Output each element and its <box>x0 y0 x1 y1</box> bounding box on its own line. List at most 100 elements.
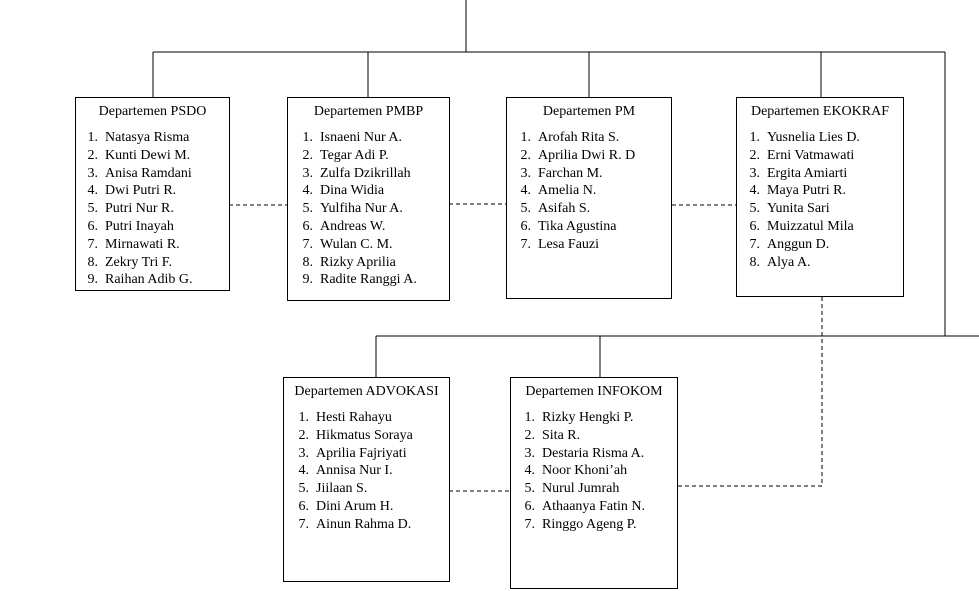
member-list: 1.Isnaeni Nur A.2.Tegar Adi P.3.Zulfa Dz… <box>291 129 417 289</box>
member-item: 6.Muizzatul Mila <box>738 218 860 236</box>
member-item: 5. Yulfiha Nur A. <box>291 200 417 218</box>
member-name: Ergita Amiarti <box>767 165 848 181</box>
member-number: 4. <box>298 463 310 479</box>
member-item: 4.Dina Widia <box>291 182 417 200</box>
member-name: Putri Nur R. <box>105 201 174 217</box>
member-name: Nurul Jumrah <box>542 481 620 497</box>
member-name: Natasya Risma <box>105 130 190 145</box>
member-item: 3.Anisa Ramdani <box>76 165 193 183</box>
member-item: 3. Zulfa Dzikrillah <box>291 165 417 183</box>
member-number: 3. <box>302 165 314 181</box>
member-name: Dwi Putri R. <box>105 183 177 199</box>
member-name: Ringgo Ageng P. <box>542 516 637 532</box>
member-name: Raihan Adib G. <box>105 272 193 288</box>
member-name: Amelia N. <box>538 183 597 199</box>
member-item: 7. Wulan C. M. <box>291 236 417 254</box>
member-item: 5.Putri Nur R. <box>76 200 193 218</box>
member-number: 4. <box>524 463 536 479</box>
department-pmbp-box: Departemen PMBP 1.Isnaeni Nur A.2.Tegar … <box>287 97 450 301</box>
member-name: Zulfa Dzikrillah <box>320 165 411 181</box>
member-number: 1. <box>302 130 314 145</box>
member-name: Dina Widia <box>320 183 385 199</box>
member-name: Anisa Ramdani <box>105 165 192 181</box>
member-item: 6.Dini Arum H. <box>287 498 413 516</box>
member-item: 1.Yusnelia Lies D. <box>738 129 860 147</box>
member-name: Jiilaan S. <box>316 481 368 497</box>
member-number: 8. <box>749 254 761 270</box>
member-number: 5. <box>298 481 310 497</box>
member-item: 6.Tika Agustina <box>509 218 635 236</box>
department-title: Departemen PMBP <box>313 104 424 119</box>
member-item: 5. Nurul Jumrah <box>513 480 645 498</box>
member-number: 6. <box>520 218 532 234</box>
member-number: 1. <box>298 410 310 425</box>
member-name: Mirnawati R. <box>105 236 180 252</box>
member-number: 7. <box>298 516 310 532</box>
member-item: 2. Aprilia Dwi R. D <box>509 147 636 165</box>
member-number: 5. <box>520 201 532 217</box>
department-title: Departemen PM <box>542 104 636 119</box>
member-item: 8. Rizky Aprilia <box>291 254 417 272</box>
member-item: 4.Maya Putri R. <box>738 182 860 200</box>
member-number: 1. <box>520 130 532 145</box>
member-name: Andreas W. <box>320 218 386 234</box>
member-number: 8. <box>87 254 99 270</box>
member-list: 1. Natasya Risma 2.Kunti Dewi M.3.Anisa Ra… <box>76 129 193 289</box>
member-number: 5. <box>749 201 761 217</box>
member-name: Dini Arum H. <box>316 498 394 514</box>
member-item: 9.Radite Ranggi A. <box>291 271 417 289</box>
member-name: Destaria Risma A. <box>542 445 645 461</box>
member-name: Zekry Tri F. <box>105 254 172 270</box>
member-item: 8.Alya A. <box>738 254 860 272</box>
member-number: 3. <box>520 165 532 181</box>
member-name: Kunti Dewi M. <box>105 147 191 163</box>
member-name: Tegar Adi P. <box>320 147 389 163</box>
member-item: 3. Destaria Risma A. <box>513 445 645 463</box>
member-name: Sita R. <box>542 427 581 443</box>
department-title: Departemen INFOKOM <box>525 384 663 399</box>
member-number: 2. <box>302 147 314 163</box>
member-number: 1. <box>87 130 99 145</box>
department-pm-box: Departemen PM 1.Arofah Rita S.2.Aprilia … <box>506 97 672 299</box>
member-name: Maya Putri R. <box>767 183 846 199</box>
member-name: Yulfiha Nur A. <box>320 201 403 217</box>
member-item: 6. Andreas W. <box>291 218 417 236</box>
member-item: 3.Farchan M. <box>509 165 635 183</box>
member-item: 3.Aprilia Fajriyati <box>287 445 413 463</box>
member-number: 3. <box>298 445 310 461</box>
member-name: Anggun D. <box>767 236 830 252</box>
member-number: 5. <box>524 481 536 497</box>
member-item: 4.Noor Khoni’ah <box>513 462 645 480</box>
member-number: 6. <box>302 218 314 234</box>
member-item: 4. Amelia N. <box>509 182 635 200</box>
member-name: Ainun Rahma D. <box>316 516 412 532</box>
member-name: Asifah S. <box>538 201 591 217</box>
member-number: 8. <box>302 254 314 270</box>
member-item: 5. Jiilaan S. <box>287 480 413 498</box>
member-item: 6.Putri Inayah <box>76 218 193 236</box>
member-item: 7.Anggun D. <box>738 236 860 254</box>
member-number: 5. <box>302 201 314 217</box>
member-name: Erni Vatmawati <box>767 147 855 163</box>
member-number: 2. <box>520 147 532 163</box>
member-name: Aprilia Dwi R. D <box>538 147 636 163</box>
member-number: 7. <box>302 236 314 252</box>
member-name: Lesa Fauzi <box>538 236 600 252</box>
member-item: 2.Kunti Dewi M. <box>76 147 193 165</box>
member-name: Rizky Aprilia <box>320 254 396 270</box>
member-item: 9.Raihan Adib G. <box>76 271 193 289</box>
member-name: Yunita Sari <box>767 201 830 217</box>
member-item: 4.Dwi Putri R. <box>76 182 193 200</box>
member-item: 5. Asifah S. <box>509 200 635 218</box>
member-number: 7. <box>520 236 532 252</box>
member-number: 3. <box>524 445 536 461</box>
member-name: Athaanya Fatin N. <box>542 498 646 514</box>
member-name: Annisa Nur I. <box>316 463 393 479</box>
member-name: Wulan C. M. <box>320 236 393 252</box>
member-number: 4. <box>520 183 532 199</box>
member-name: Muizzatul Mila <box>767 218 854 234</box>
member-number: 6. <box>524 498 536 514</box>
